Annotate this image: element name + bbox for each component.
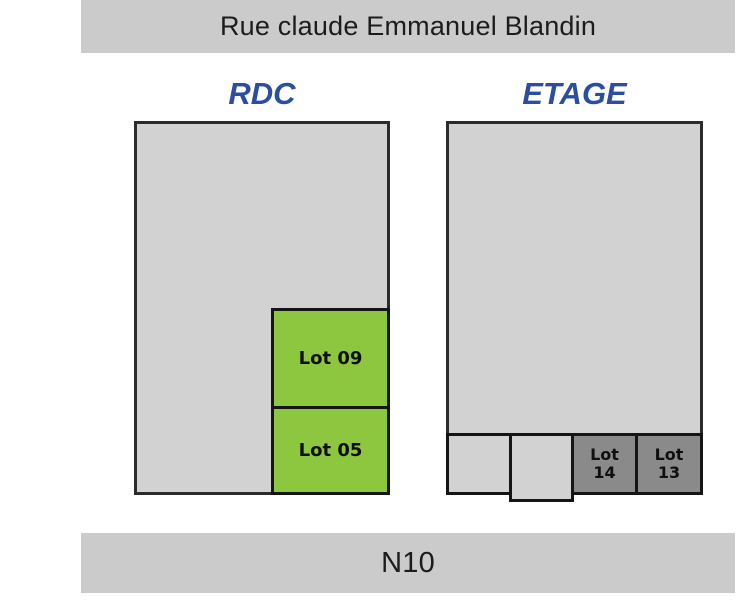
lot-14[interactable]: Lot 14 xyxy=(571,433,638,495)
lot-13-label-line1: Lot xyxy=(654,445,684,465)
floor-label-etage: ETAGE xyxy=(446,76,703,112)
floor-label-rdc: RDC xyxy=(134,76,390,112)
etage-floor-plan xyxy=(446,121,703,495)
lot-13-label: Lot 13 xyxy=(655,446,684,481)
floor-label-rdc-text: RDC xyxy=(228,76,296,111)
etage-unlabeled-unit-2 xyxy=(509,433,574,502)
lot-09-label: Lot 09 xyxy=(298,348,363,369)
lot-09[interactable]: Lot 09 xyxy=(271,308,390,409)
lot-14-label: Lot 14 xyxy=(590,446,619,481)
parcel-banner: N10 xyxy=(81,533,735,593)
lot-05-label: Lot 05 xyxy=(298,440,363,461)
street-name: Rue claude Emmanuel Blandin xyxy=(219,11,597,41)
parcel-number: N10 xyxy=(381,546,435,579)
lot-13-label-line2: 13 xyxy=(657,463,681,482)
lot-14-label-line1: Lot xyxy=(590,445,619,465)
floor-label-etage-text: ETAGE xyxy=(522,76,627,111)
lot-05[interactable]: Lot 05 xyxy=(271,406,390,495)
etage-unlabeled-unit-1 xyxy=(446,433,512,495)
lot-14-label-line2: 14 xyxy=(593,463,616,482)
street-banner: Rue claude Emmanuel Blandin xyxy=(81,0,735,53)
lot-13[interactable]: Lot 13 xyxy=(635,433,703,495)
